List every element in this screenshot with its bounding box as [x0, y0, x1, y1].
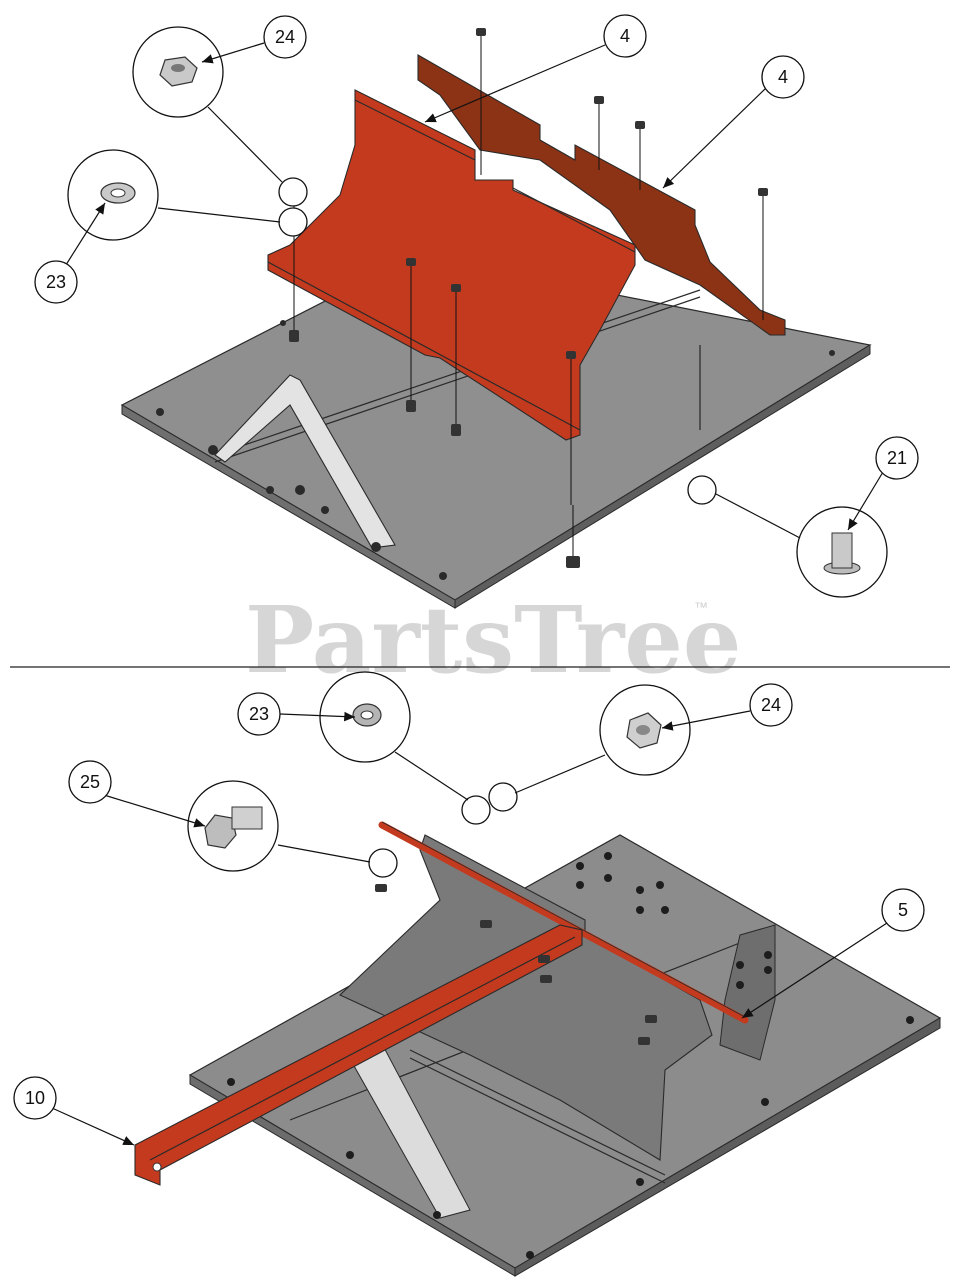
top-support-bracket	[214, 374, 396, 549]
carriage-bolt-icon	[831, 532, 853, 569]
svg-text:5: 5	[898, 900, 908, 920]
callout-23-bottom: 23	[237, 692, 356, 736]
svg-text:™: ™	[694, 599, 708, 615]
top-wing-front	[267, 89, 636, 441]
svg-text:21: 21	[887, 448, 907, 468]
callout-25: 25	[68, 760, 206, 828]
callout-21: 21	[847, 436, 919, 531]
callout-4-right: 4	[662, 55, 805, 189]
svg-text:PartsTree: PartsTree	[245, 586, 741, 694]
hex-bolt-icon	[204, 814, 237, 849]
top-assembly	[67, 26, 888, 609]
svg-text:24: 24	[275, 27, 295, 47]
svg-text:23: 23	[249, 704, 269, 724]
callout-23-top: 23	[34, 202, 106, 304]
svg-text:25: 25	[80, 772, 100, 792]
callout-5: 5	[741, 888, 925, 1019]
callout-24-bottom: 24	[661, 683, 793, 731]
svg-text:4: 4	[778, 67, 788, 87]
watermark: PartsTree ™	[245, 586, 741, 694]
top-wing-rear	[417, 54, 786, 336]
svg-text:4: 4	[620, 26, 630, 46]
orange-rod	[378, 821, 749, 1024]
callout-4-left: 4	[424, 14, 647, 123]
svg-text:24: 24	[761, 695, 781, 715]
bottom-assembly	[134, 671, 942, 1277]
svg-text:23: 23	[46, 272, 66, 292]
callout-24-top: 24	[201, 15, 307, 64]
callout-10: 10	[13, 1076, 135, 1146]
svg-text:10: 10	[25, 1088, 45, 1108]
orange-beam	[134, 924, 583, 1186]
